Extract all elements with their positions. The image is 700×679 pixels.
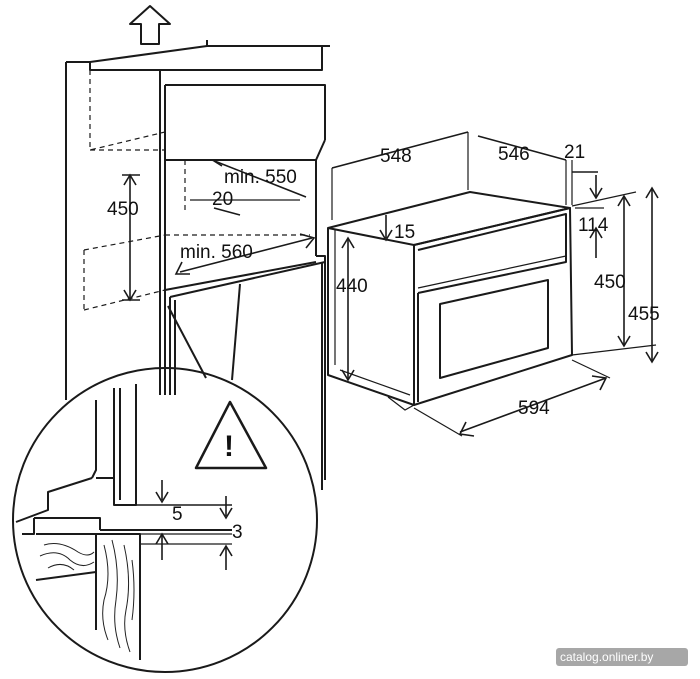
label-cabinet-height: 450 — [107, 199, 139, 220]
oven-drawing — [327, 191, 573, 411]
label-min-width: min. 560 — [180, 242, 253, 263]
label-top-offset: 15 — [394, 222, 415, 243]
cabinet-drawing — [65, 40, 330, 490]
label-body-height: 440 — [336, 276, 368, 297]
label-oven-depth-total: 548 — [380, 146, 412, 167]
label-width: 594 — [518, 398, 550, 419]
cabinet-dimensions — [122, 159, 316, 302]
warning-triangle-icon: ! — [194, 400, 268, 470]
label-gap: 20 — [212, 189, 233, 210]
label-front-height-small: 114 — [578, 215, 609, 236]
detail-callout — [12, 283, 318, 673]
watermark-text: catalog.onliner.by — [560, 650, 653, 664]
label-min-depth: min. 550 — [224, 167, 297, 188]
label-detail-gap-5: 5 — [172, 504, 183, 525]
label-oven-depth-body: 546 — [498, 144, 530, 165]
arrow-up-icon — [129, 5, 171, 45]
warning-symbol: ! — [224, 430, 234, 463]
oven-dimensions — [331, 131, 659, 437]
label-front-height: 450 — [594, 272, 626, 293]
detail-drawing — [15, 384, 233, 660]
label-detail-gap-3: 3 — [232, 522, 243, 543]
label-total-height: 455 — [628, 304, 660, 325]
label-front-thickness: 21 — [564, 142, 585, 163]
watermark: catalog.onliner.by — [556, 648, 688, 666]
